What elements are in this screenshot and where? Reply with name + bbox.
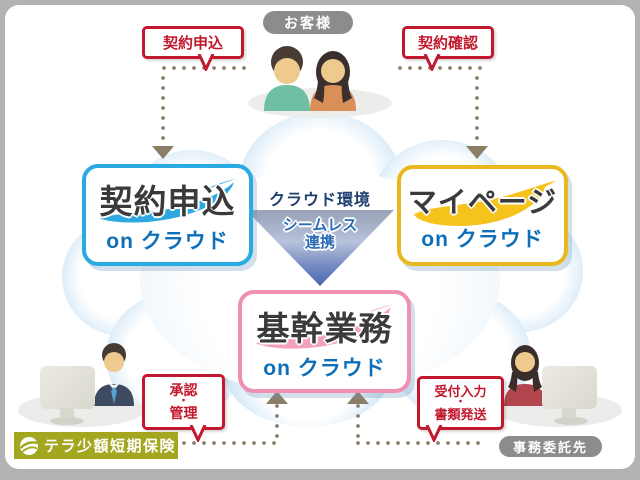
bubble-reception-line2: ・ (455, 397, 466, 408)
arrow-down-icon (152, 146, 174, 159)
company-logo-text: テラ少額短期保険 (44, 438, 177, 455)
bubble-contract-apply: 契約申込 (142, 26, 244, 71)
bubble-tail (423, 54, 441, 71)
dotted-connector (398, 66, 482, 70)
box-contract-apply-on-cloud: 契約申込 on クラウド (82, 164, 253, 266)
customer-man-avatar (264, 46, 310, 111)
bubble-reception-line1: 受付入力 (434, 384, 487, 399)
swoosh-yellow (414, 180, 556, 226)
bubble-contract-confirm-text: 契約確認 (417, 35, 478, 52)
computer-monitor-icon (542, 366, 597, 409)
box-core-business-title: 基幹業務 (256, 309, 393, 347)
insurer-staff-avatar (94, 343, 134, 406)
arrow-down-icon (466, 146, 488, 159)
seamless-line2: 連携 (304, 234, 335, 251)
box-mypage-on-cloud: マイページ on クラウド (397, 165, 568, 266)
computer-monitor-icon (40, 366, 95, 409)
bubble-approve-line2: ・ (178, 396, 189, 407)
logo-swoosh-icon (19, 436, 38, 455)
bubble-contract-confirm: 契約確認 (402, 26, 494, 71)
dotted-connector (475, 76, 479, 144)
cloud-env-label: クラウド環境 (268, 192, 372, 209)
bubble-contract-apply-text: 契約申込 (162, 35, 223, 52)
bubble-tail (197, 54, 215, 71)
bubble-tail (189, 425, 207, 442)
bubble-reception-dispatch: 受付入力 ・ 書類発送 (417, 376, 504, 442)
company-logo: テラ少額短期保険 (14, 432, 178, 459)
arrow-up-icon (347, 391, 369, 404)
bubble-reception-line3: 書類発送 (434, 407, 487, 422)
monitor-base (554, 417, 588, 425)
dotted-connector (356, 441, 486, 445)
bubble-approve-manage: 承認 ・ 管理 (142, 374, 225, 442)
seamless-label: シームレス 連携 (283, 217, 358, 251)
monitor-base (50, 417, 84, 425)
outsourcee-label-pill: 事務委託先 (499, 436, 602, 457)
dotted-connector (161, 76, 165, 144)
box-core-business-sub: on クラウド (263, 356, 386, 380)
dotted-connector (182, 441, 282, 445)
bubble-tail (425, 425, 443, 442)
customer-label-pill: お客様 (263, 11, 353, 34)
monitor-stand (562, 408, 576, 419)
box-contract-apply-title: 契約申込 (99, 183, 236, 220)
dotted-connector (275, 404, 279, 442)
box-contract-apply-sub: on クラウド (106, 230, 229, 253)
customer-woman-avatar (310, 51, 356, 111)
seamless-line1: シームレス (282, 217, 358, 234)
box-mypage-title: マイページ (407, 186, 558, 219)
dotted-connector (356, 404, 360, 442)
swoosh-cyan (100, 178, 237, 223)
swoosh-pink (256, 304, 395, 349)
box-core-business-on-cloud: 基幹業務 on クラウド (238, 290, 411, 393)
bubble-approve-line3: 管理 (169, 405, 198, 421)
outsourcee-staff-avatar (504, 345, 546, 406)
arrow-up-icon (266, 391, 288, 404)
box-mypage-sub: on クラウド (421, 227, 544, 251)
bubble-approve-line1: 承認 (169, 382, 198, 398)
monitor-stand (60, 408, 74, 419)
